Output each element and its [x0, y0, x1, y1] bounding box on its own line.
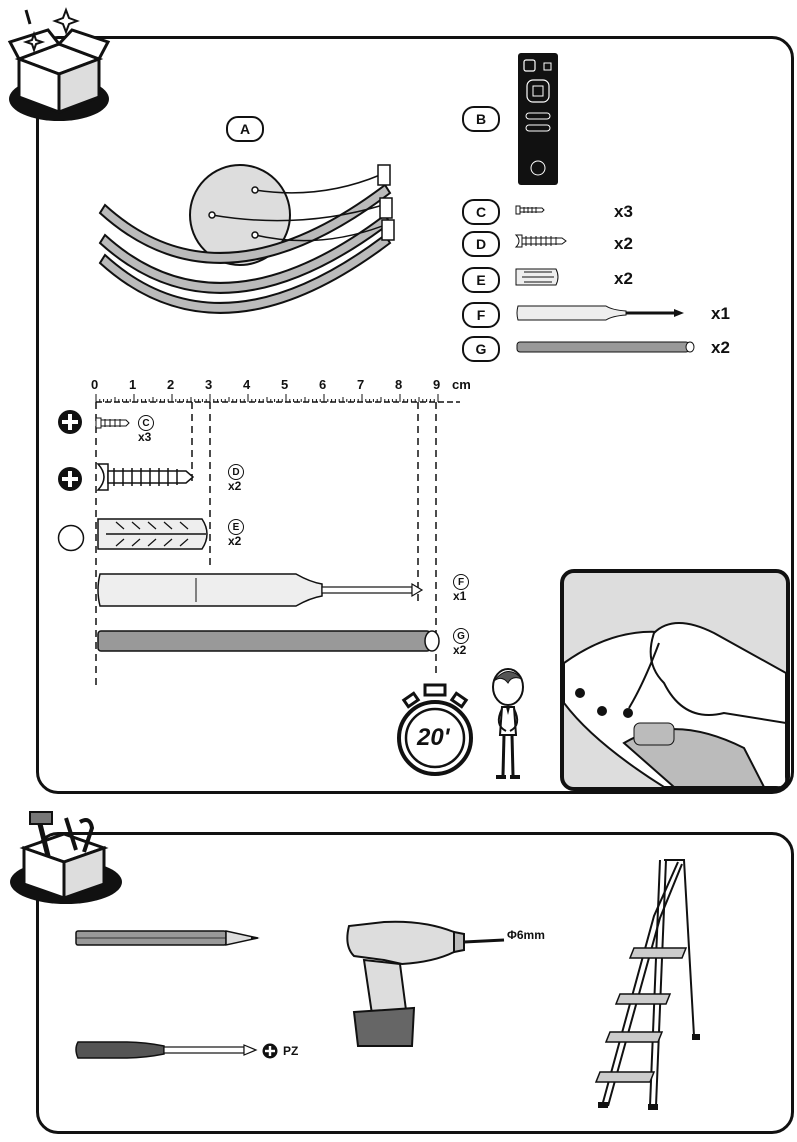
part-e-label: E	[462, 267, 500, 293]
scale-item-g-qty: x2	[453, 643, 467, 657]
part-f-label: F	[462, 302, 500, 328]
ruler-tick-7: 7	[357, 377, 365, 392]
scale-item-c-qty: x3	[138, 430, 152, 444]
part-e-qty: x2	[614, 269, 633, 288]
scale-item-g-letter: G	[453, 628, 469, 644]
person-figure-icon	[492, 668, 524, 779]
scale-item-c-letter: C	[138, 415, 154, 431]
scale-item-d-qty: x2	[228, 479, 242, 493]
part-f-qty: x1	[711, 304, 730, 323]
part-d-qty: x2	[614, 234, 633, 253]
ruler-tick-1: 1	[129, 377, 137, 392]
step-ladder-icon	[594, 859, 700, 1110]
hand-pointing-illustration	[564, 622, 786, 787]
small-screw-icon	[515, 205, 545, 215]
ruler-tick-6: 6	[319, 377, 327, 392]
open-box-icon	[7, 7, 111, 121]
scale-item-e-qty: x2	[228, 534, 242, 548]
lamp-arcs-illustration	[98, 164, 395, 314]
phillips-head-icon	[262, 1043, 278, 1059]
pz-screwdriver-icon	[75, 1041, 258, 1059]
ruler-scale	[95, 394, 460, 685]
part-c-qty: x3	[614, 202, 633, 221]
phillips-head-icon	[58, 410, 82, 434]
empty-circle-icon	[57, 524, 85, 552]
scale-plug-e	[97, 518, 208, 550]
part-b-label: B	[462, 106, 500, 132]
scale-item-f-letter: F	[453, 574, 469, 590]
toolbox-icon	[10, 811, 122, 904]
part-g-label: G	[462, 336, 500, 362]
scale-item-e-letter: E	[228, 519, 244, 535]
part-d-label: D	[462, 231, 500, 257]
scale-item-f-qty: x1	[453, 589, 467, 603]
hand-inset-frame	[560, 569, 790, 791]
drill-bit-size: Φ6mm	[507, 928, 545, 942]
tools-panel	[36, 832, 794, 1134]
scale-item-d-label: D x2	[228, 464, 244, 493]
scale-screw-d	[96, 463, 195, 491]
timer-label: 20'	[417, 724, 450, 751]
scale-item-f-label: F x1	[453, 574, 469, 603]
ruler-tick-0: 0	[91, 377, 99, 392]
pencil-icon	[75, 930, 260, 946]
screwdriver-icon	[516, 305, 684, 321]
ruler-tick-5: 5	[281, 377, 289, 392]
rod-icon	[516, 341, 695, 353]
screwdriver-bit-type: PZ	[283, 1044, 299, 1058]
ruler-tick-2: 2	[167, 377, 175, 392]
ruler-tick-9: 9	[433, 377, 441, 392]
scale-screw-c	[95, 417, 130, 429]
ruler-tick-4: 4	[243, 377, 251, 392]
remote-control-illustration	[518, 53, 558, 185]
scale-item-c-label: C x3	[138, 415, 154, 444]
wall-plug-icon	[515, 268, 559, 286]
ruler-tick-3: 3	[205, 377, 213, 392]
part-g-qty: x2	[711, 338, 730, 357]
scale-screwdriver-f	[97, 573, 424, 607]
drill-icon	[346, 920, 505, 1047]
ruler-tick-8: 8	[395, 377, 403, 392]
ruler-unit: cm	[452, 377, 471, 392]
part-c-label: C	[462, 199, 500, 225]
scale-rod-g	[97, 630, 440, 652]
phillips-head-icon	[58, 467, 82, 491]
scale-item-d-letter: D	[228, 464, 244, 480]
stopwatch-icon	[397, 683, 473, 776]
scale-item-e-label: E x2	[228, 519, 244, 548]
scale-item-g-label: G x2	[453, 628, 469, 657]
large-screw-icon	[514, 234, 567, 248]
part-a-label: A	[226, 116, 264, 142]
